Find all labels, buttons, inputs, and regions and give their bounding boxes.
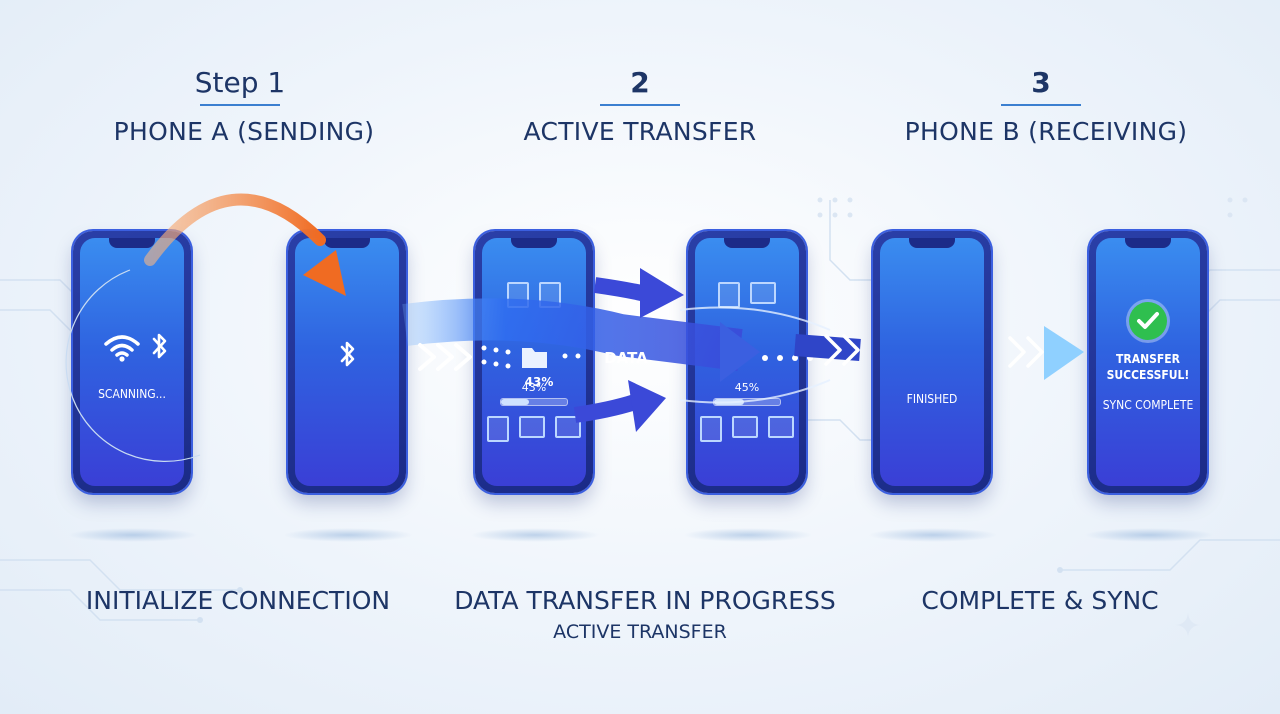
image-icon [732,416,758,438]
step-2-underline [600,104,680,106]
step-1-number: Step 1 [194,66,286,99]
finished-status-text: FINISHED [906,392,958,406]
phone-b-success: TRANSFER SUCCESSFUL! SYNC COMPLETE [1089,231,1207,493]
progress-bar [500,398,568,406]
phone-shadow [683,528,813,542]
document-icon [718,282,740,308]
step-3-caption: COMPLETE & SYNC [921,586,1159,615]
phone-a-bluetooth [288,231,406,493]
stream-progress-label: 43% [524,375,554,389]
progress-bar-fill [501,399,530,405]
step-1-title: PHONE A (SENDING) [113,117,375,146]
document-icon [539,282,561,308]
phone-a-scanning: SCANNING... [73,231,191,493]
image-icon [519,416,545,438]
step-3-number: 3 [1031,66,1051,99]
step-2-caption: DATA TRANSFER IN PROGRESS [454,586,836,615]
phone-notch [1125,238,1171,248]
progress-bar [713,398,781,406]
phone-b-finished: FINISHED [873,231,991,493]
phone-shadow [1084,528,1214,542]
progress-percent-label: 45% [734,381,760,394]
image-icon [555,416,581,438]
document-icon [507,282,529,308]
phone-transfer-sending: 43% [475,231,593,493]
step-2-title: ACTIVE TRANSFER [523,117,757,146]
bluetooth-icon [340,341,355,367]
transfer-success-line1: TRANSFER [1116,352,1180,366]
bluetooth-icon [152,333,167,359]
phone-notch [511,238,557,248]
phone-shadow [868,528,998,542]
step-1-underline [200,104,280,106]
step-2-number: 2 [630,66,650,99]
phone-shadow [68,528,198,542]
phone-transfer-receiving: 45% [688,231,806,493]
scanning-status-text: SCANNING... [98,387,166,401]
phone-notch [724,238,770,248]
progress-bar-fill [714,399,744,405]
document-icon [487,416,509,442]
sparkle-icon [1176,613,1200,637]
wifi-icon [104,335,140,362]
phone-notch [109,238,155,248]
phone-shadow [470,528,600,542]
step-3-underline [1001,104,1081,106]
image-icon [750,282,776,304]
document-icon [700,416,722,442]
progress-percent-label: 43% [521,381,547,394]
step-2-subcaption: ACTIVE TRANSFER [553,621,727,643]
phone-shadow [283,528,413,542]
data-stream-label: DATA [604,349,648,367]
step-3-title: PHONE B (RECEIVING) [904,117,1188,146]
checkmark-icon [1129,302,1167,340]
transfer-success-line2: SUCCESSFUL! [1106,368,1190,382]
phone-notch [909,238,955,248]
phone-notch [324,238,370,248]
sync-complete-text: SYNC COMPLETE [1102,398,1194,412]
step-1-caption: INITIALIZE CONNECTION [85,586,391,615]
contact-icon [768,416,794,438]
